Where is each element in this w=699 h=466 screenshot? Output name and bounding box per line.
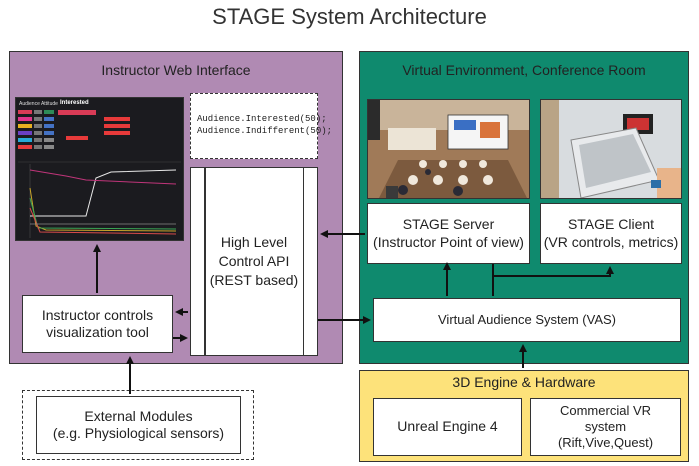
api-box-left-rule	[204, 168, 206, 355]
dashboard-control-chips	[18, 110, 130, 149]
api-code-snippet-box: Audience.Interested(50); Audience.Indiff…	[190, 93, 332, 159]
external-modules-box: External Modules (e.g. Physiological sen…	[36, 396, 241, 454]
conference-room-screenshot	[367, 99, 530, 199]
vr-client-screenshot	[540, 99, 682, 199]
instructor-controls-visualization-box: Instructor controls visualization tool	[22, 295, 173, 353]
code-line-indifferent: Audience.Indifferent(50);	[197, 126, 333, 136]
external-modules-outer-dashed	[22, 390, 254, 460]
dashboard-graphics	[18, 110, 181, 238]
api-label: High Level Control API (REST based)	[209, 234, 299, 288]
high-level-control-api-box: High Level Control API (REST based)	[190, 167, 318, 356]
unreal-engine-box: Unreal Engine 4	[373, 398, 522, 456]
engine-panel-title: 3D Engine & Hardware	[452, 374, 596, 390]
api-box-right-rule	[302, 168, 304, 355]
vr-client-graphics	[541, 100, 681, 198]
diagram-title: STAGE System Architecture	[212, 4, 487, 29]
venv-panel-title: Virtual Environment, Conference Room	[402, 62, 646, 78]
instructor-panel-title: Instructor Web Interface	[101, 62, 251, 78]
conference-room-graphics	[368, 100, 529, 198]
dashboard-header-left: Audience Attitude	[19, 101, 58, 107]
stage-client-box: STAGE Client (VR controls, metrics)	[540, 203, 682, 264]
code-line-interested: Audience.Interested(50);	[197, 114, 327, 125]
commercial-vr-box: Commercial VR system (Rift,Vive,Quest)	[530, 398, 681, 456]
vas-box: Virtual Audience System (VAS)	[373, 298, 681, 342]
dashboard-header-right: Interested	[60, 100, 89, 106]
dashboard-screenshot: Audience Attitude Interested	[15, 97, 184, 241]
stage-server-box: STAGE Server (Instructor Point of view)	[367, 203, 530, 264]
